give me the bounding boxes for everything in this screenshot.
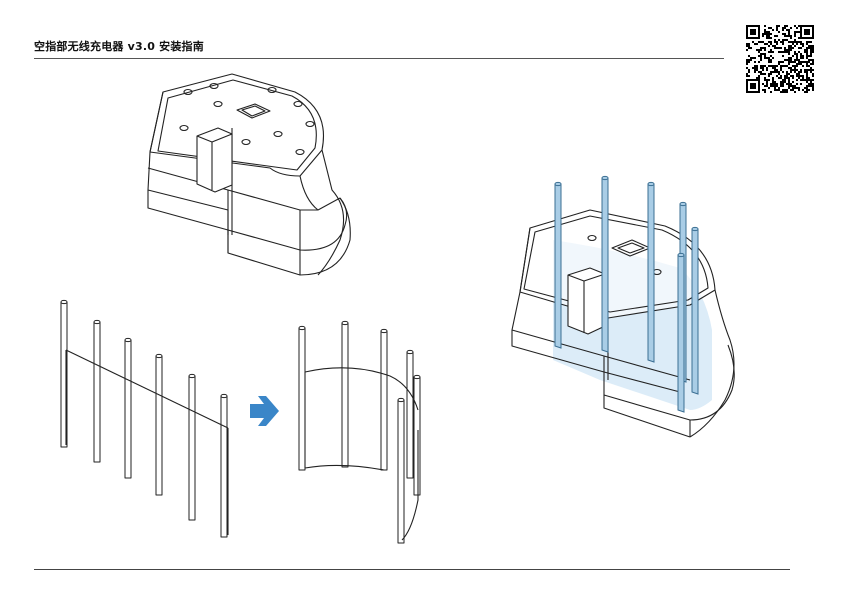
assembled-figure xyxy=(511,209,735,438)
qr-code-icon xyxy=(746,25,814,93)
page-title: 空指部无线充电器 v3.0 安装指南 xyxy=(34,40,204,53)
header-divider xyxy=(34,58,724,59)
flat-panel-figure xyxy=(60,299,229,538)
arrow-right-icon xyxy=(250,396,279,426)
base-housing-figure xyxy=(147,73,351,276)
curved-panel-figure xyxy=(298,320,421,544)
footer-divider xyxy=(34,569,790,570)
